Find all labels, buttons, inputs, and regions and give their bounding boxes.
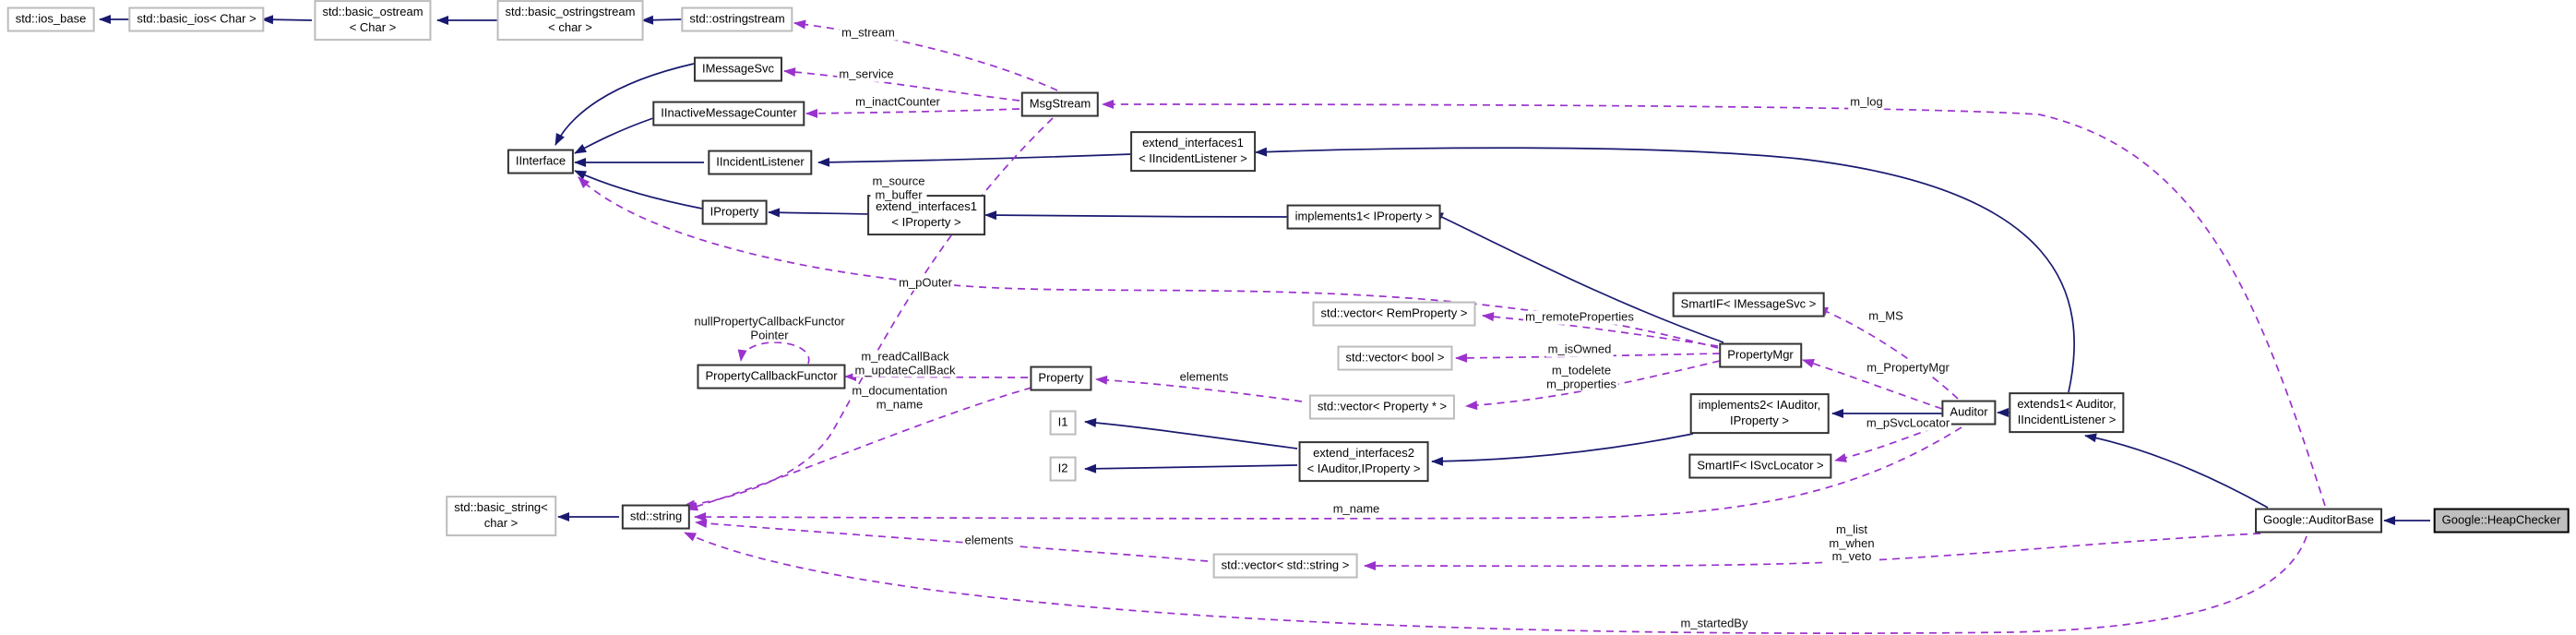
edge-use-nullfunctor-selfloop [737, 341, 810, 365]
edge-label-m-service: m_service [837, 66, 896, 82]
node-smartif-isvclocator[interactable]: SmartIF< ISvcLocator > [1688, 453, 1832, 479]
edge-inherit-extendinterfaces2-to-i1 [1084, 418, 1298, 449]
node-iinactivemessagecounter[interactable]: IInactiveMessageCounter [652, 101, 805, 126]
node-std-basic-string-char[interactable]: std::basic_string< char > [446, 496, 556, 536]
edge-inherit-extendinterfaces2-to-i2 [1084, 463, 1298, 473]
edge-label-m-todelete-m-properties: m_todelete m_properties [1544, 363, 1618, 391]
node-google-auditorbase[interactable]: Google::AuditorBase [2255, 508, 2382, 533]
edge-label-m-pouter: m_pOuter [897, 275, 954, 291]
node-property[interactable]: Property [1030, 365, 1092, 391]
node-msgstream[interactable]: MsgStream [1020, 91, 1100, 117]
edge-inherit-implements2-to-extendinterfaces2 [1431, 433, 1694, 466]
node-std-vector-remproperty[interactable]: std::vector< RemProperty > [1312, 301, 1476, 327]
edge-inherit-ei1listener-to-iincidentlistener [817, 153, 1133, 167]
node-iinterface[interactable]: IInterface [507, 149, 575, 174]
node-imessagesvc[interactable]: IMessageSvc [693, 56, 783, 82]
node-auditor[interactable]: Auditor [1941, 400, 1997, 425]
node-std-vector-property-ptr[interactable]: std::vector< Property * > [1308, 394, 1456, 420]
edge-label-m-isowned: m_isOwned [1545, 341, 1614, 357]
node-std-vector-std-string[interactable]: std::vector< std::string > [1212, 553, 1358, 579]
edge-use-m-documentation-m-name [686, 387, 1032, 511]
edge-use-m-inactcounter [805, 108, 1020, 118]
edge-inherit-ei1property-to-iproperty [768, 208, 870, 218]
edge-use-m-list-m-when-m-veto [1364, 533, 2261, 571]
node-std-basic-ios[interactable]: std::basic_ios< Char > [128, 6, 265, 32]
node-iproperty[interactable]: IProperty [701, 199, 768, 225]
edge-use-m-pouter [578, 176, 1719, 349]
edge-use-m-remoteproperties [1482, 312, 1719, 347]
edge-use-m-startedby [684, 532, 2308, 634]
edge-label-m-readcallback-m-updatecallback: m_readCallBack m_updateCallBack [853, 349, 958, 377]
node-std-basic-ostream[interactable]: std::basic_ostream < Char > [314, 0, 432, 41]
node-std-basic-ostringstream[interactable]: std::basic_ostringstream < char > [496, 0, 644, 41]
edge-inherit-implements1-to-ei1property [984, 210, 1295, 221]
node-implements2-iauditor-iproperty[interactable]: implements2< IAuditor, IProperty > [1689, 393, 1830, 434]
node-std-vector-bool[interactable]: std::vector< bool > [1337, 345, 1453, 371]
edge-use-elements-propertyvec [1095, 375, 1303, 402]
edge-inherit-auditorbase-to-extends1 [2084, 433, 2269, 509]
edge-use-m-ms [1816, 306, 1959, 400]
node-smartif-imessagesvc[interactable]: SmartIF< IMessageSvc > [1672, 292, 1825, 318]
node-extend-interfaces2-iauditor-iproperty[interactable]: extend_interfaces2 < IAuditor,IProperty … [1298, 441, 1429, 482]
edge-use-m-service [783, 67, 1020, 102]
edge-inherit-imessagesvc-to-iinterface [555, 63, 695, 146]
edge-label-elements-string: elements [962, 533, 1016, 548]
node-google-heapchecker: Google::HeapChecker [2433, 508, 2570, 533]
node-extend-interfaces1-iproperty[interactable]: extend_interfaces1 < IProperty > [867, 195, 985, 235]
node-implements1-iproperty[interactable]: implements1< IProperty > [1286, 204, 1441, 230]
node-extends1-auditor-iincidentlistener[interactable]: extends1< Auditor, IIncidentListener > [2009, 392, 2125, 433]
edge-label-m-list-m-when-m-veto: m_list m_when m_veto [1827, 522, 1877, 564]
edge-label-m-stream: m_stream [840, 25, 897, 41]
node-iincidentlistener[interactable]: IIncidentListener [708, 150, 813, 175]
edge-use-m-log [1102, 100, 2326, 507]
edge-use-elements-stringvec [695, 518, 1209, 562]
edge-label-m-name: m_name [1330, 501, 1382, 517]
edge-use-m-name-auditor [694, 426, 1962, 522]
edge-label-m-source-m-buffer: m_source m_buffer [870, 174, 927, 202]
edge-inherit-propertymgr-to-implements1 [1431, 211, 1724, 343]
edge-inherit-ostringstream-to-basic-ostringstream [641, 15, 683, 25]
edge-label-elements-property: elements [1177, 369, 1231, 385]
node-std-ostringstream[interactable]: std::ostringstream [681, 6, 793, 32]
edge-inherit-extends1-to-ei1listener [1255, 147, 2075, 393]
node-std-string[interactable]: std::string [621, 504, 691, 530]
edge-use-m-todelete-m-properties [1465, 360, 1721, 411]
edge-inherit-iinactivemessagecounter-to-iinterface [574, 117, 654, 154]
edge-label-m-inactcounter: m_inactCounter [853, 94, 942, 110]
edge-label-m-remoteproperties: m_remoteProperties [1523, 309, 1636, 325]
edge-label-m-documentation-m-name: m_documentation m_name [850, 383, 949, 412]
node-propertymgr[interactable]: PropertyMgr [1719, 342, 1802, 368]
node-i2[interactable]: I2 [1049, 456, 1077, 482]
edge-label-nullpropertycallbackfunctorpointer: nullPropertyCallbackFunctor Pointer [692, 314, 847, 342]
edge-label-m-propertymgr: m_PropertyMgr [1865, 360, 1951, 376]
edge-label-m-psvclocator: m_pSvcLocator [1864, 415, 1952, 431]
node-std-ios-base[interactable]: std::ios_base [6, 6, 95, 32]
node-propertycallbackfunctor[interactable]: PropertyCallbackFunctor [697, 364, 846, 389]
edge-use-m-source-m-buffer [683, 117, 1054, 509]
node-extend-interfaces1-iincidentlistener[interactable]: extend_interfaces1 < IIncidentListener > [1130, 131, 1256, 172]
edge-use-m-propertymgr [1802, 359, 1943, 410]
edge-label-m-ms: m_MS [1866, 308, 1905, 324]
edge-inherit-iproperty-to-iinterface [574, 170, 703, 210]
node-i1[interactable]: I1 [1049, 410, 1077, 436]
edge-label-m-log: m_log [1848, 94, 1885, 110]
edge-use-m-stream [793, 19, 1058, 91]
edge-inherit-basic-ostream-to-basic-ios [261, 15, 313, 25]
edge-label-m-startedby: m_startedBy [1678, 616, 1750, 631]
